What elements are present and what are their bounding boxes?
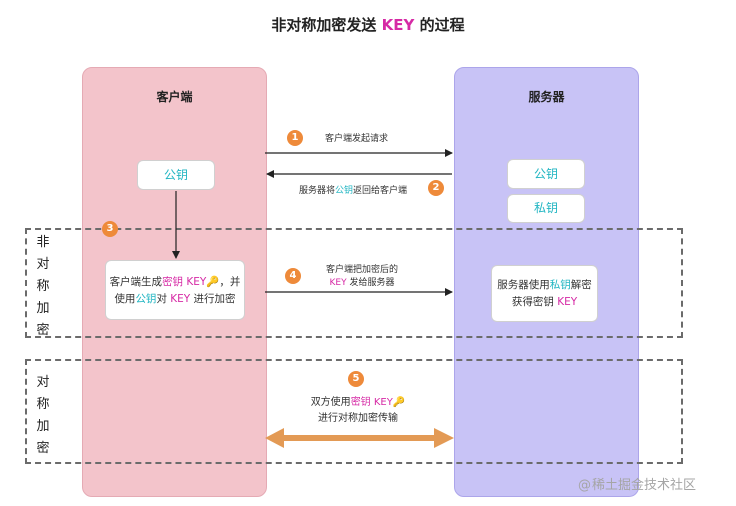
m2-pubkey: 公钥	[335, 186, 354, 196]
m5-key: KEY	[370, 397, 393, 408]
m4-key: KEY	[329, 278, 347, 288]
dec-decrypt: 解密	[570, 279, 592, 291]
m5-line1: 双方使用密钥 KEY🔑	[300, 395, 416, 411]
title-key: KEY	[381, 16, 415, 34]
watermark-text: 稀土掘金技术社区	[592, 478, 697, 493]
server-private-key-box: 私钥	[507, 194, 585, 223]
key-icon: 🔑	[206, 276, 220, 288]
transfer-double-arrow	[265, 428, 454, 448]
m5-secret: 密钥	[350, 397, 371, 408]
msg-client-request: 客户端发起请求	[325, 134, 389, 144]
m5-line2: 进行对称加密传输	[318, 413, 398, 424]
client-generate-key-box: 客户端生成密钥 KEY🔑，并 使用公钥对 KEY 进行加密	[105, 260, 245, 320]
dec-get: 获得密钥	[511, 296, 558, 308]
dec-text: 服务器使用	[497, 279, 550, 291]
gen-use: 使用	[114, 293, 136, 305]
dec-private-key: 私钥	[549, 279, 571, 291]
step-3-badge: 3	[102, 221, 118, 237]
m4-send: 发给服务器	[346, 278, 395, 288]
asymmetric-band	[25, 228, 683, 338]
gen-encrypt: 进行加密	[190, 293, 236, 305]
m4-line2: KEY 发给服务器	[312, 277, 412, 290]
watermark: @稀土掘金技术社区	[578, 474, 696, 493]
diagram-title: 非对称加密发送 KEY 的过程	[0, 14, 736, 35]
gen-key2: KEY	[170, 293, 191, 305]
asymmetric-label: 非对称加密	[36, 235, 50, 338]
client-gen-line2: 使用公钥对 KEY 进行加密	[106, 291, 244, 308]
server-title: 服务器	[528, 90, 565, 104]
step-4-badge: 4	[285, 268, 301, 284]
gen-text: 客户端生成	[109, 276, 163, 288]
msg-symmetric-transfer: 双方使用密钥 KEY🔑 进行对称加密传输	[300, 395, 416, 427]
key-icon: 🔑	[392, 397, 406, 408]
gen-and: ，并	[219, 276, 241, 288]
gen-key-label: KEY	[183, 276, 207, 288]
gen-public-key: 公钥	[135, 293, 157, 305]
m4-line1: 客户端把加密后的	[325, 265, 398, 275]
gen-secret-key: 密钥	[162, 276, 184, 288]
watermark-at-icon: @	[578, 478, 591, 493]
m5-a: 双方使用	[310, 397, 351, 408]
server-dec-line1: 服务器使用私钥解密	[492, 277, 597, 294]
m2-c: 返回给客户端	[353, 186, 408, 196]
step-1-badge: 1	[287, 130, 303, 146]
symmetric-band	[25, 359, 683, 464]
client-public-key-box: 公钥	[137, 160, 215, 190]
step-2-badge: 2	[428, 180, 444, 196]
title-prefix: 非对称加密发送	[271, 16, 382, 34]
server-public-key-box: 公钥	[507, 159, 585, 189]
m2-a: 服务器将	[299, 186, 336, 196]
dec-key: KEY	[557, 296, 578, 308]
server-decrypt-box: 服务器使用私钥解密 获得密钥 KEY	[491, 265, 598, 322]
msg-return-pubkey: 服务器将公钥返回给客户端	[299, 185, 407, 198]
symmetric-label: 对称加密	[36, 375, 50, 456]
gen-to: 对	[156, 293, 171, 305]
client-gen-line1: 客户端生成密钥 KEY🔑，并	[106, 274, 244, 291]
title-suffix: 的过程	[414, 16, 465, 34]
client-title: 客户端	[156, 90, 193, 104]
step-5-badge: 5	[348, 371, 364, 387]
msg-send-key: 客户端把加密后的 KEY 发给服务器	[312, 264, 412, 290]
server-dec-line2: 获得密钥 KEY	[492, 294, 597, 311]
